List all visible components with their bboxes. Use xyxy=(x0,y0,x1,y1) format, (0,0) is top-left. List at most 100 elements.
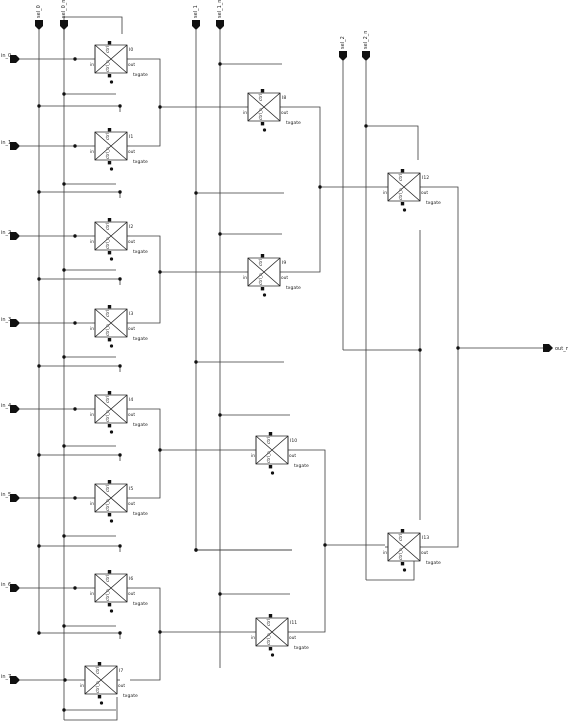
ctrl-n-pin xyxy=(107,603,112,607)
junction-dot xyxy=(62,355,66,359)
junction-dot xyxy=(323,543,327,547)
pin-label-ctrl: ctrl xyxy=(105,396,111,403)
pin-label-ctrl-n: ctrl_n xyxy=(105,60,111,72)
ctrl-n-bubble xyxy=(99,701,104,705)
ctrl-n-bubble xyxy=(109,344,114,348)
pin-label-in: in xyxy=(90,62,94,68)
ctrl-pin xyxy=(400,529,405,533)
transmission-gate-symbol xyxy=(94,308,128,338)
ctrl-n-pin xyxy=(268,647,273,651)
pin-label-ctrl: ctrl xyxy=(105,223,111,230)
pin-label-ctrl-n: ctrl_n xyxy=(105,237,111,249)
wire-18 xyxy=(39,454,121,461)
instance-label: I11 xyxy=(290,620,297,626)
input-port-in5: in_5 xyxy=(1,492,20,502)
pin-label-out: out xyxy=(289,453,296,459)
ctrl-n-pin xyxy=(97,695,102,699)
junction-dot xyxy=(218,232,222,236)
junction-dot xyxy=(62,708,66,712)
input-port-in0: in_0 xyxy=(1,53,20,63)
pin-label-in: in xyxy=(243,110,247,116)
cell-name-label: txgate xyxy=(133,159,148,165)
select-port-arrow xyxy=(35,20,43,30)
wire-20 xyxy=(39,632,121,639)
instance-label: I1 xyxy=(129,134,133,140)
ctrl-pin xyxy=(107,128,112,132)
cell-name-label: txgate xyxy=(426,200,441,206)
input-port-label: in_1 xyxy=(1,140,11,146)
cell-name-label: txgate xyxy=(133,601,148,607)
instance-label: I13 xyxy=(422,535,429,541)
select-port-s1n: sel_1_n xyxy=(216,0,224,30)
junction-dot xyxy=(62,624,66,628)
ctrl-n-bubble xyxy=(402,208,407,212)
ctrl-pin xyxy=(260,254,265,258)
pin-label-ctrl-n: ctrl_n xyxy=(266,451,272,463)
wire-21 xyxy=(63,16,123,40)
ctrl-n-bubble xyxy=(270,471,275,475)
cell-name-label: txgate xyxy=(286,120,301,126)
pin-label-ctrl-n: ctrl_n xyxy=(258,273,264,285)
cell-name-label: txgate xyxy=(133,511,148,517)
pin-label-out: out xyxy=(128,591,135,597)
junction-dot xyxy=(218,62,222,66)
transmission-gate-symbol xyxy=(255,435,289,465)
junction-dot xyxy=(37,277,41,281)
pin-label-out: out xyxy=(128,326,135,332)
junction-dot xyxy=(62,534,66,538)
ctrl-n-pin xyxy=(400,562,405,566)
output-port-out: out_mux xyxy=(543,344,568,352)
junction-dot xyxy=(62,92,66,96)
select-port-arrow xyxy=(60,20,68,30)
ctrl-n-pin xyxy=(107,424,112,428)
junction-dot xyxy=(194,548,198,552)
pin-label-in: in xyxy=(80,683,84,689)
select-port-s0: sel_0 xyxy=(35,5,43,30)
select-port-arrow xyxy=(216,20,224,30)
select-port-s0n: sel_0_n xyxy=(60,0,68,30)
input-port-label: in_7 xyxy=(1,674,11,680)
ctrl-pin xyxy=(260,89,265,93)
pin-label-in: in xyxy=(90,239,94,245)
input-port-arrow xyxy=(10,584,20,592)
select-port-label: sel_2_n xyxy=(363,31,369,49)
instance-label: I6 xyxy=(129,576,133,582)
pin-label-ctrl-n: ctrl_n xyxy=(105,499,111,511)
pin-label-out: out xyxy=(281,275,288,281)
ctrl-n-bubble xyxy=(109,430,114,434)
transmission-gate-symbol xyxy=(94,131,128,161)
junction-dot xyxy=(73,57,77,61)
junction-dot xyxy=(63,678,67,682)
ctrl-n-bubble xyxy=(109,80,114,84)
junction-dot xyxy=(73,321,77,325)
cell-name-label: txgate xyxy=(294,463,309,469)
select-port-label: sel_1_n xyxy=(217,0,223,18)
select-port-label: sel_0_n xyxy=(61,0,67,18)
junction-dot xyxy=(118,631,122,635)
transmission-gate-symbol xyxy=(387,172,421,202)
junction-dot xyxy=(73,407,77,411)
ctrl-n-pin xyxy=(107,251,112,255)
instance-label: I3 xyxy=(129,311,133,317)
transmission-gate-symbol xyxy=(94,573,128,603)
select-port-arrow xyxy=(339,51,347,61)
wire-15 xyxy=(39,191,121,198)
ctrl-n-pin xyxy=(400,202,405,206)
ctrl-pin xyxy=(400,169,405,173)
wire-16 xyxy=(39,278,121,285)
wire-53 xyxy=(366,560,415,581)
transmission-gate-symbol xyxy=(84,665,118,695)
pin-label-ctrl-n: ctrl_n xyxy=(105,324,111,336)
transmission-gate-symbol xyxy=(247,257,281,287)
ctrl-n-pin xyxy=(260,287,265,291)
instance-label: I5 xyxy=(129,486,133,492)
junction-dot xyxy=(37,104,41,108)
wires xyxy=(20,16,543,721)
ctrl-n-pin xyxy=(107,74,112,78)
